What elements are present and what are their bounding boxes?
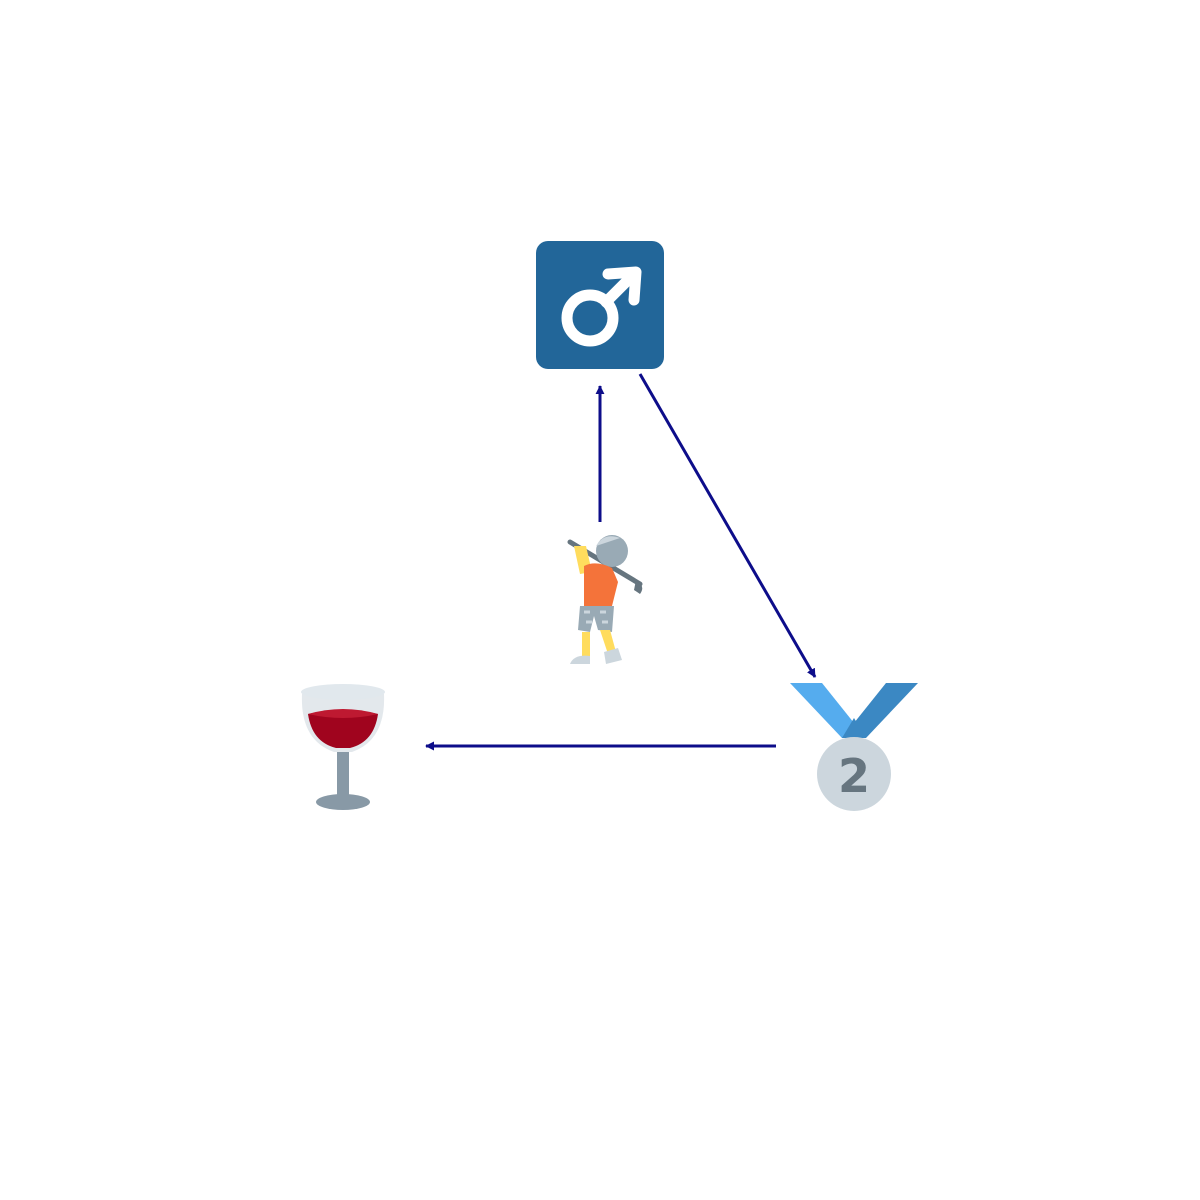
edge-male-to-medal <box>638 373 817 678</box>
person-golfing-icon <box>567 535 643 664</box>
wine-glass-icon <box>301 684 385 810</box>
edges <box>425 373 817 751</box>
male-sign-icon <box>536 241 664 369</box>
second-place-medal-icon: 2 <box>790 683 918 811</box>
medal-number: 2 <box>838 749 870 803</box>
